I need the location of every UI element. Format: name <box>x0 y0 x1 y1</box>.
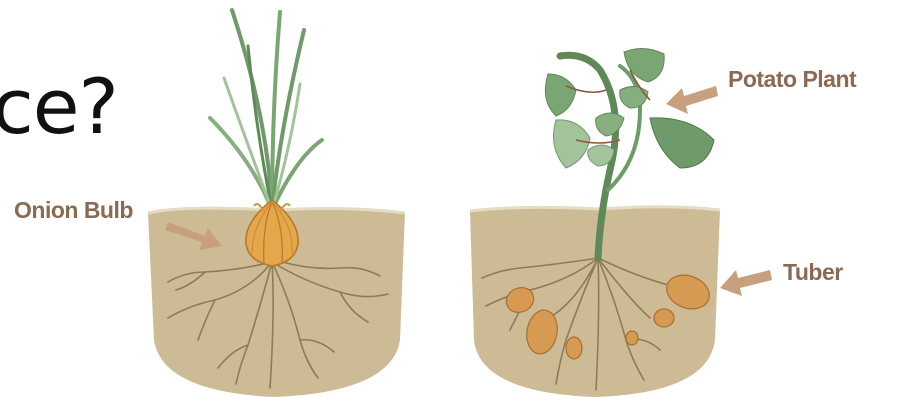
potato-plant-arrow <box>666 86 718 114</box>
onion-bulb-label: Onion Bulb <box>14 197 133 224</box>
potato-plant-icon <box>545 48 714 168</box>
onion-leaves <box>210 10 322 210</box>
tuber-arrow <box>720 270 772 296</box>
potato-plant-label: Potato Plant <box>728 66 856 93</box>
tuber-label: Tuber <box>783 259 843 286</box>
